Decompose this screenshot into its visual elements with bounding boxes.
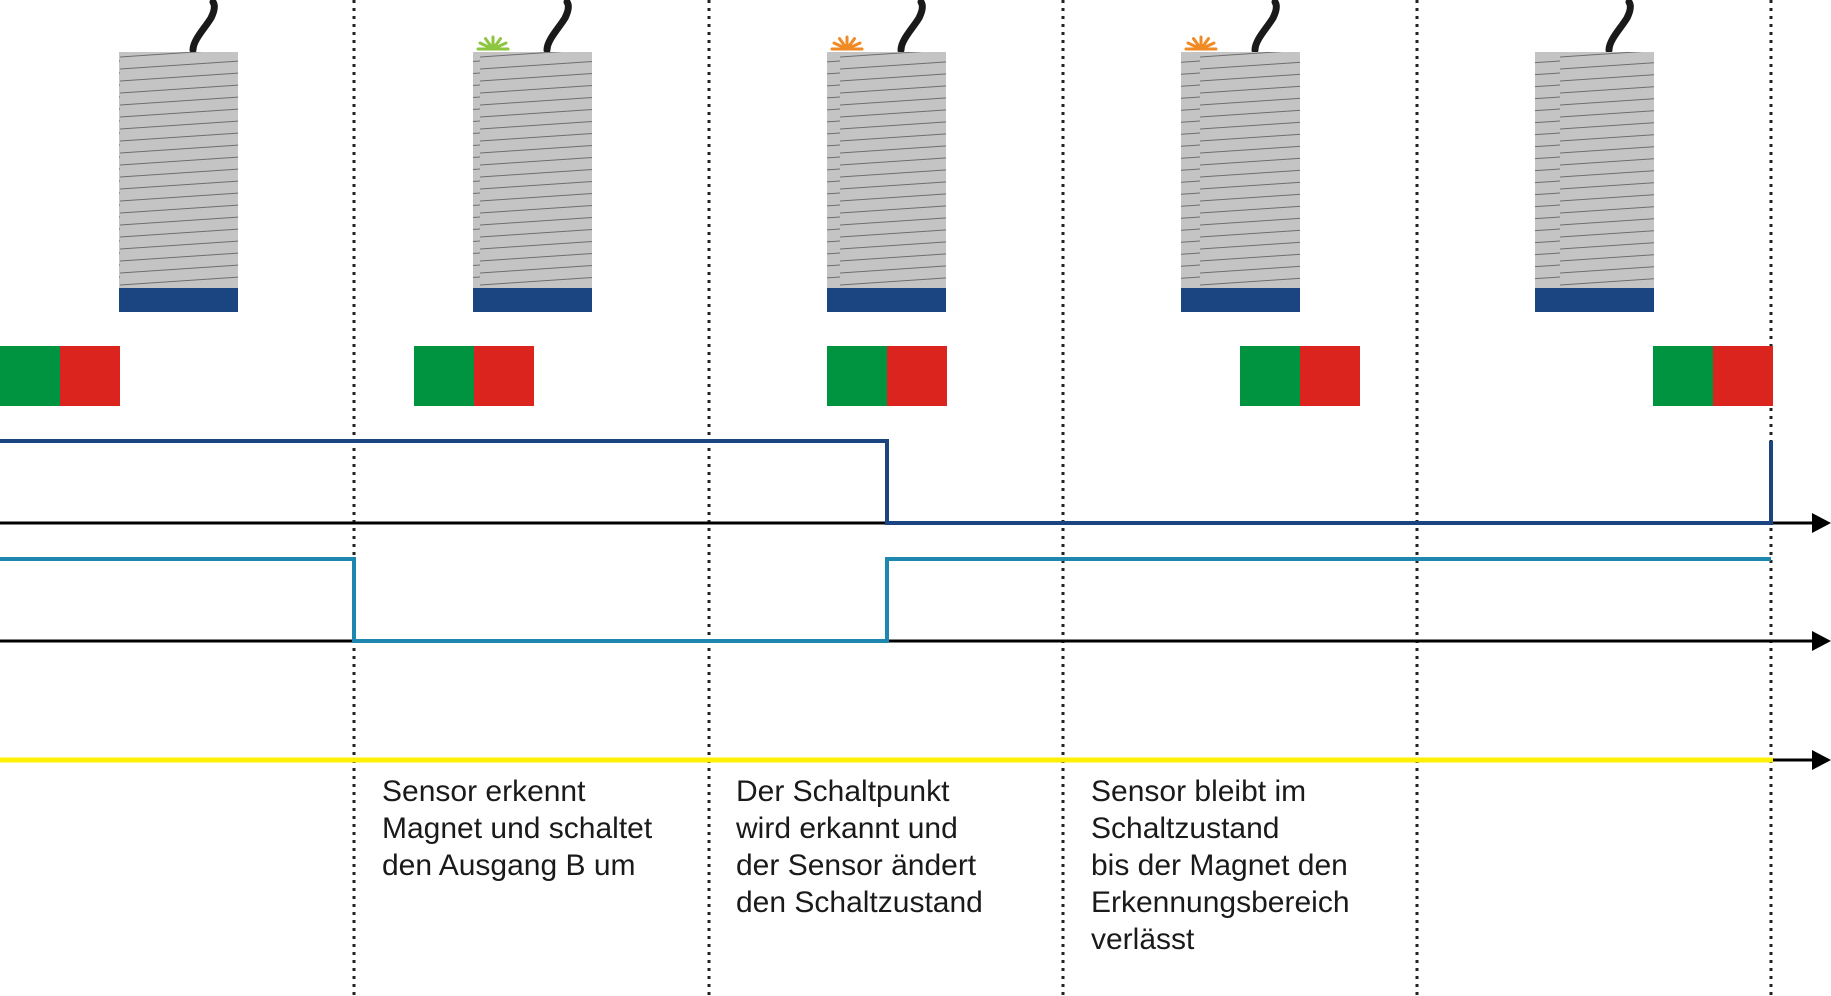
caption-line: Sensor erkennt	[382, 775, 586, 808]
magnet-south-pole	[1713, 346, 1773, 406]
magnet-north-pole	[827, 346, 887, 406]
sensor	[1535, 0, 1654, 312]
led-green-icon	[476, 35, 510, 51]
sensor-face	[473, 288, 592, 312]
caption-line: Schaltzustand	[1091, 812, 1280, 845]
sensor	[827, 0, 946, 312]
sensor	[473, 0, 592, 312]
magnet	[827, 346, 947, 406]
sensor-coil-winding	[827, 52, 946, 288]
caption-line: Erkennungsbereich	[1091, 886, 1350, 919]
magnet	[414, 346, 534, 406]
magnet-north-pole	[1240, 346, 1300, 406]
magnet-north-pole	[0, 346, 60, 406]
sensor-cable	[1605, 0, 1634, 54]
magnet-south-pole	[887, 346, 947, 406]
led-orange-icon	[1184, 35, 1218, 51]
caption-line: bis der Magnet den	[1091, 849, 1348, 882]
sensor-coil-winding	[473, 52, 592, 288]
sensor-face	[1535, 288, 1654, 312]
sensor-coil-winding	[119, 52, 238, 288]
sensor-face	[827, 288, 946, 312]
sensor	[119, 0, 238, 312]
sensor-face	[119, 288, 238, 312]
magnet	[1653, 346, 1773, 406]
caption-line: Sensor bleibt im	[1091, 775, 1307, 808]
yellow-axis	[0, 750, 1831, 770]
caption-line: Magnet und schaltet	[382, 812, 653, 845]
sensor	[1181, 0, 1300, 312]
caption-line: wird erkannt und	[736, 812, 958, 845]
caption-line: Der Schaltpunkt	[736, 775, 950, 808]
sensor-cable	[189, 0, 218, 54]
sensor-cable	[897, 0, 926, 54]
magnet-north-pole	[414, 346, 474, 406]
sensor-coil-winding	[1181, 52, 1300, 288]
magnet-north-pole	[1653, 346, 1713, 406]
magnet-group	[0, 346, 1773, 406]
sensor-face	[1181, 288, 1300, 312]
caption-phase-3: Der Schaltpunkt wird erkannt und der Sen…	[736, 773, 983, 921]
magnet-south-pole	[474, 346, 534, 406]
sensor-cable	[1251, 0, 1280, 54]
caption-phase-4: Sensor bleibt im Schaltzustand bis der M…	[1091, 773, 1350, 958]
caption-phase-2: Sensor erkennt Magnet und schaltet den A…	[382, 773, 652, 884]
magnet-south-pole	[1300, 346, 1360, 406]
signal-a-trace	[0, 439, 1773, 525]
caption-line: den Schaltzustand	[736, 886, 983, 919]
signal-b-trace	[0, 557, 1771, 643]
led-orange-icon	[830, 35, 864, 51]
sensor-group	[119, 0, 1654, 312]
sensor-cable	[543, 0, 572, 54]
magnet-south-pole	[60, 346, 120, 406]
signal-b-axis	[0, 631, 1831, 651]
caption-line: der Sensor ändert	[736, 849, 977, 882]
caption-line: verlässt	[1091, 923, 1195, 956]
caption-line: den Ausgang B um	[382, 849, 636, 882]
magnet	[0, 346, 120, 406]
magnet	[1240, 346, 1360, 406]
sensor-coil-winding	[1535, 52, 1654, 288]
